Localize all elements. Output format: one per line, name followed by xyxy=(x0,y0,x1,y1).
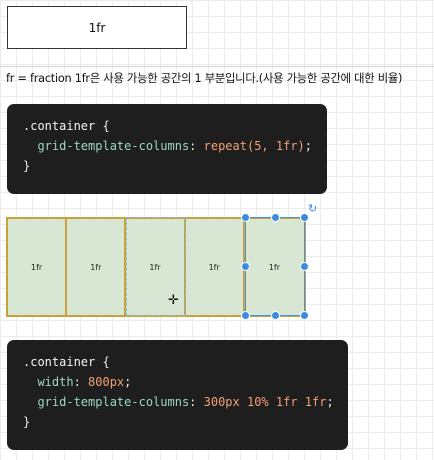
code-block-repeat: .container { grid-template-columns: repe… xyxy=(7,104,327,194)
grid-cell[interactable]: 1fr xyxy=(185,219,245,315)
resize-handle-top-right[interactable] xyxy=(300,213,309,222)
resize-handle-left[interactable] xyxy=(241,262,250,271)
grid-cell-selected[interactable]: 1fr xyxy=(244,219,304,315)
fr-example-box: 1fr xyxy=(7,6,187,49)
grid-cell-label: 1fr xyxy=(149,262,161,272)
resize-handle-bottom-right[interactable] xyxy=(300,311,309,320)
fr-example-label: 1fr xyxy=(88,20,106,35)
grid-cell-label: 1fr xyxy=(268,262,280,272)
resize-handle-bottom[interactable] xyxy=(271,311,280,320)
code-selector: .container xyxy=(23,119,96,133)
grid-cell[interactable]: 1fr xyxy=(126,219,186,315)
rotate-icon[interactable]: ↻ xyxy=(308,202,318,215)
move-cursor-icon: ✛ xyxy=(168,293,179,308)
grid-cell[interactable]: 1fr xyxy=(8,219,68,315)
code-property: grid-template-columns xyxy=(37,395,190,409)
code-value: 300px 10% 1fr 1fr xyxy=(203,395,327,409)
code-value: 800px xyxy=(88,375,125,389)
grid-cell-label: 1fr xyxy=(90,262,102,272)
code-property: grid-template-columns xyxy=(37,139,190,153)
code-brace-close: } xyxy=(23,159,31,173)
resize-handle-right[interactable] xyxy=(300,262,309,271)
grid-cell-label: 1fr xyxy=(30,262,43,272)
code-block-mixed-units: .container { width: 800px; grid-template… xyxy=(7,340,348,450)
section-divider xyxy=(0,66,434,67)
grid-demo[interactable]: 1fr 1fr 1fr 1fr 1fr xyxy=(6,217,306,317)
code-brace-open: { xyxy=(95,119,110,133)
grid-cell-label: 1fr xyxy=(208,262,220,272)
resize-handle-top[interactable] xyxy=(271,213,280,222)
code-brace-open: { xyxy=(95,355,110,369)
code-value: repeat(5, 1fr) xyxy=(203,139,305,153)
description-text: fr = fraction 1fr은 사용 가능한 공간의 1 부분입니다.(사… xyxy=(6,72,403,85)
resize-handle-top-left[interactable] xyxy=(241,213,250,222)
resize-handle-bottom-left[interactable] xyxy=(241,311,250,320)
code-selector: .container xyxy=(23,355,96,369)
code-brace-close: } xyxy=(23,415,31,429)
grid-cell[interactable]: 1fr xyxy=(67,219,127,315)
code-property: width xyxy=(37,375,74,389)
